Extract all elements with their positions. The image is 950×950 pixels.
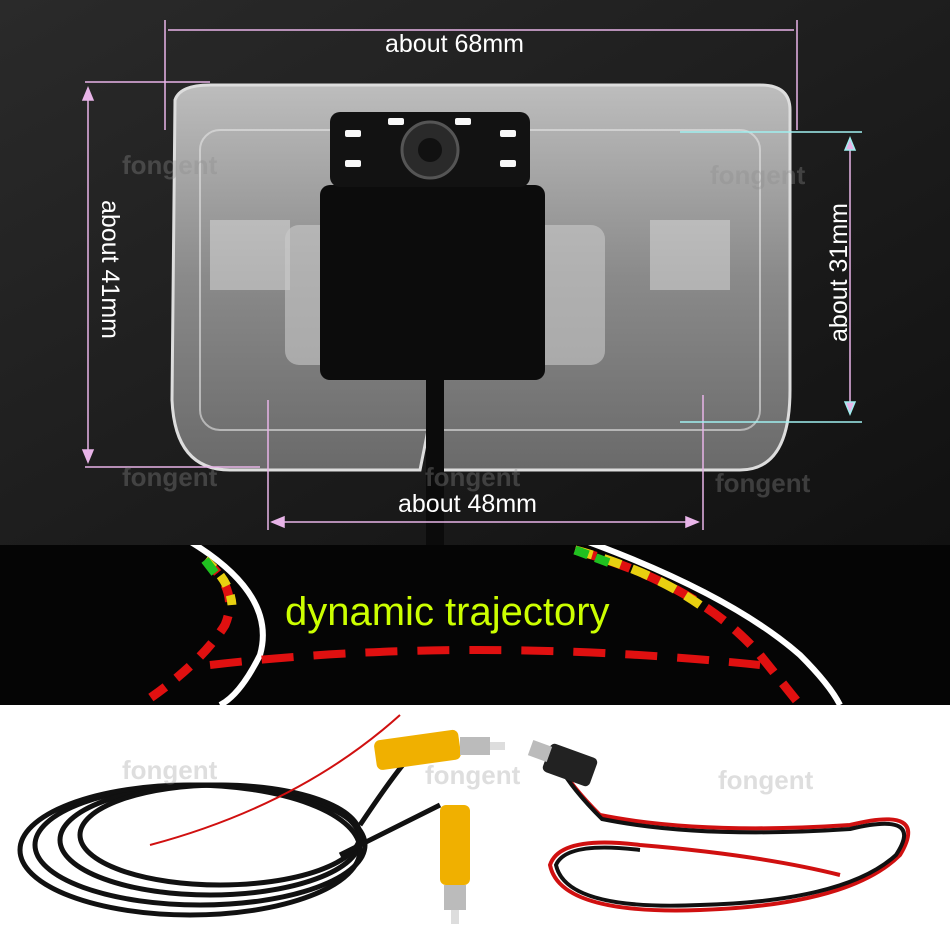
cables-illustration [17, 714, 911, 924]
camera-illustration [0, 0, 950, 545]
watermark: fongent [718, 765, 814, 795]
inner-height-dimension-label: about 31mm [824, 203, 853, 342]
rca-plug-top [374, 729, 505, 770]
height-dimension-label: about 41mm [95, 200, 124, 339]
camera-photo-section: about 68mm about 41mm about 31mm about 4… [0, 0, 950, 545]
inner-dimension-lines [680, 131, 862, 423]
cables-photo-section: fongent fongent fongent [0, 705, 950, 950]
camera-body [320, 185, 545, 380]
left-dynamic-line [137, 556, 234, 705]
left-guide-line [190, 545, 266, 705]
led-lights [345, 118, 516, 167]
watermark: fongent [122, 462, 218, 492]
watermark: fongent [425, 760, 521, 790]
base-width-dimension-label: about 48mm [398, 490, 537, 518]
rca-plug-bottom [440, 805, 470, 924]
power-cable [547, 764, 911, 913]
watermark: fongent [122, 150, 218, 180]
right-dynamic-line [573, 545, 804, 705]
distance-line [209, 646, 761, 669]
width-dimension-label: about 68mm [385, 30, 524, 58]
watermark: fongent [715, 468, 811, 498]
watermark: fongent [122, 755, 218, 785]
right-guide-line [587, 545, 843, 705]
trajectory-banner: dynamic trajectory [0, 545, 950, 705]
dynamic-trajectory-label: dynamic trajectory [285, 590, 610, 634]
watermark: fongent [425, 462, 521, 492]
watermark: fongent [710, 160, 806, 190]
trajectory-illustration [137, 545, 843, 705]
dimension-lines [81, 20, 798, 530]
dc-power-plug [527, 740, 598, 787]
video-cable-coil [17, 743, 442, 918]
